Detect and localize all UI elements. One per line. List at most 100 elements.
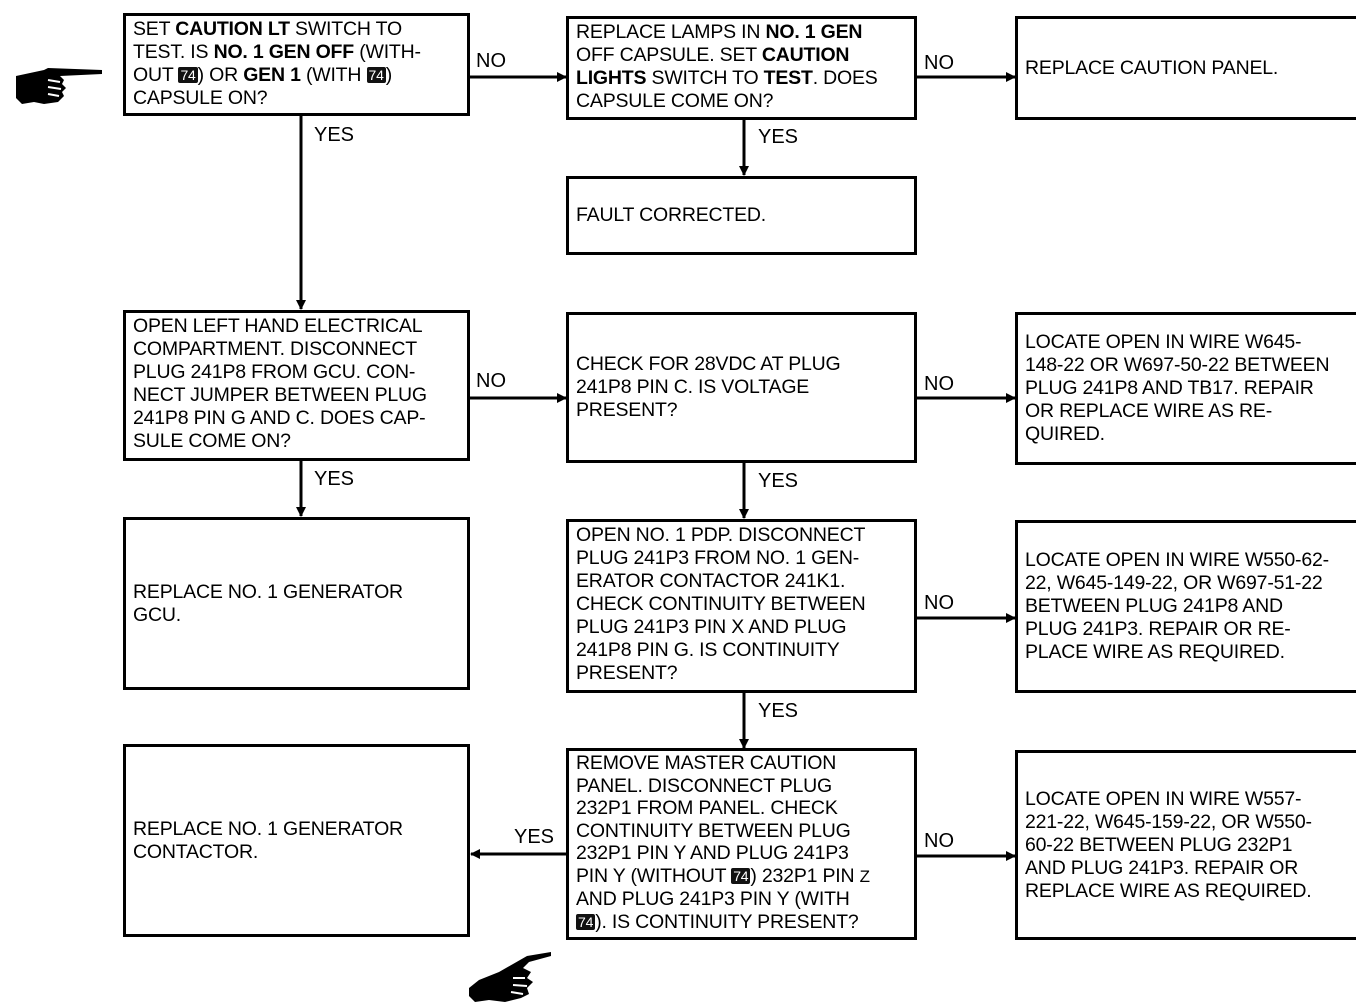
pointing-hand-icon [16, 68, 102, 104]
text: AND PLUG 241P3. REPAIR OR [1025, 856, 1299, 879]
text: REPLACE CAUTION PANEL. [1025, 56, 1279, 79]
text: ). IS CONTINUITY PRESENT? [595, 910, 859, 933]
text: CHECK FOR 28VDC AT PLUG [576, 353, 841, 375]
text: REMOVE MASTER CAUTION [576, 752, 837, 774]
text: REPLACE WIRE AS REQUIRED. [1025, 879, 1312, 902]
step-remove-master-caution-box: REMOVE MASTER CAUTION PANEL. DISCONNECT … [566, 748, 917, 940]
text: PIN Y (WITHOUT [576, 864, 732, 887]
step-caution-lt-test-box: SET CAUTION LT SWITCH TO TEST. IS NO. 1 … [123, 13, 470, 116]
text: PLACE WIRE AS REQUIRED. [1025, 641, 1285, 663]
text: PLUG 241P3 FROM NO. 1 GEN- [576, 547, 860, 569]
step-locate-open-w645-148-box: LOCATE OPEN IN WIRE W645- 148-22 OR W697… [1015, 312, 1356, 465]
text: OPEN NO. 1 PDP. DISCONNECT [576, 524, 866, 546]
text: Z [859, 866, 870, 886]
step-replace-gcu-box: REPLACE NO. 1 GENERATOR GCU. [123, 517, 470, 690]
step-open-pdp-box: OPEN NO. 1 PDP. DISCONNECT PLUG 241P3 FR… [566, 519, 917, 693]
effectivity-badge: 74 [366, 67, 386, 83]
text: OUT [133, 64, 179, 86]
label-yes: YES [758, 126, 799, 148]
text: LOCATE OPEN IN WIRE W550-62- [1025, 549, 1329, 571]
text: 232P1 FROM PANEL. CHECK [576, 797, 838, 819]
text: PLUG 241P3 PIN X AND PLUG [576, 616, 847, 638]
text: LOCATE OPEN IN WIRE W645- [1025, 331, 1302, 353]
text: SET [133, 18, 176, 40]
text: NECT JUMPER BETWEEN PLUG [133, 384, 427, 406]
text: REPLACE NO. 1 GENERATOR [133, 817, 403, 840]
effectivity-badge: 74 [731, 867, 751, 884]
label-no: NO [924, 830, 954, 852]
step-fault-corrected-box: FAULT CORRECTED. [566, 176, 917, 255]
step-locate-open-w550-62-box: LOCATE OPEN IN WIRE W550-62- 22, W645-14… [1015, 520, 1356, 693]
label-yes: YES [758, 700, 799, 722]
text: 241P8 PIN C. IS VOLTAGE [576, 376, 810, 398]
text: TEST [763, 67, 813, 89]
text: NO. 1 GEN [765, 21, 863, 43]
step-replace-contactor-box: REPLACE NO. 1 GENERATOR CONTACTOR. [123, 744, 470, 937]
text: SWITCH TO [289, 18, 402, 40]
text: TEST. IS [133, 41, 214, 63]
text: REPLACE LAMPS IN [576, 21, 766, 43]
text: QUIRED. [1025, 423, 1105, 445]
text: FAULT CORRECTED. [576, 204, 767, 226]
text: REPLACE NO. 1 GENERATOR [133, 580, 403, 603]
text: CAUTION LT [175, 18, 290, 40]
text: (WITH [300, 64, 367, 86]
step-open-left-compartment-box: OPEN LEFT HAND ELECTRICAL COMPARTMENT. D… [123, 310, 470, 461]
text: (WITH- [353, 41, 421, 63]
text: COMPARTMENT. DISCONNECT [133, 338, 417, 360]
pointing-hand-icon [469, 952, 551, 1002]
text: OFF CAPSULE. SET [576, 44, 762, 66]
label-yes: YES [314, 124, 355, 146]
text: LIGHTS [576, 67, 647, 89]
text: 241P8 PIN G AND C. DOES CAP- [133, 407, 426, 429]
text: SULE COME ON? [133, 430, 291, 452]
text: CAUTION [761, 44, 850, 66]
text: CHECK CONTINUITY BETWEEN [576, 593, 866, 615]
text: CONTINUITY BETWEEN PLUG [576, 819, 851, 842]
label-no: NO [924, 52, 954, 74]
label-no: NO [476, 370, 506, 392]
text: CAPSULE COME ON? [576, 90, 774, 112]
text: CONTACTOR. [133, 840, 259, 863]
text: PRESENT? [576, 399, 678, 421]
step-replace-lamps-box: REPLACE LAMPS IN NO. 1 GEN OFF CAPSULE. … [566, 16, 917, 120]
text: OPEN LEFT HAND ELECTRICAL [133, 315, 423, 337]
text: 221-22, W645-159-22, OR W550- [1025, 810, 1312, 833]
text: 241P8 PIN G. IS CONTINUITY [576, 639, 840, 661]
label-no: NO [924, 373, 954, 395]
text: CAPSULE ON? [133, 87, 268, 109]
text: LOCATE OPEN IN WIRE W557- [1025, 787, 1302, 810]
step-replace-caution-panel-box: REPLACE CAUTION PANEL. [1015, 16, 1356, 120]
text: SWITCH TO [646, 67, 764, 89]
text: AND PLUG 241P3 PIN Y (WITH [576, 888, 850, 910]
label-no: NO [924, 592, 954, 614]
effectivity-badge: 74 [178, 67, 198, 83]
text: PLUG 241P3. REPAIR OR RE- [1025, 618, 1291, 640]
text: ) [385, 64, 393, 86]
text: 22, W645-149-22, OR W697-51-22 [1025, 572, 1323, 594]
text: OR REPLACE WIRE AS RE- [1025, 400, 1272, 422]
text: NO. 1 GEN OFF [213, 41, 355, 63]
text: PANEL. DISCONNECT PLUG [576, 774, 833, 797]
text: PRESENT? [576, 662, 678, 684]
text: BETWEEN PLUG 241P8 AND [1025, 595, 1283, 617]
text: ) 232P1 PIN [750, 864, 860, 887]
label-yes: YES [758, 470, 799, 492]
text: PLUG 241P8 AND TB17. REPAIR [1025, 377, 1314, 399]
step-check-28vdc-box: CHECK FOR 28VDC AT PLUG 241P8 PIN C. IS … [566, 312, 917, 463]
label-yes: YES [314, 468, 355, 490]
text: 148-22 OR W697-50-22 BETWEEN [1025, 354, 1330, 376]
effectivity-badge: 74 [576, 913, 596, 930]
text: . DOES [812, 67, 878, 89]
text: 60-22 BETWEEN PLUG 232P1 [1025, 833, 1293, 856]
label-no: NO [476, 50, 506, 72]
text: GCU. [133, 603, 181, 626]
label-yes: YES [514, 826, 555, 848]
text: ERATOR CONTACTOR 241K1. [576, 570, 846, 592]
text: 232P1 PIN Y AND PLUG 241P3 [576, 842, 849, 864]
text: GEN 1 [243, 64, 301, 86]
step-locate-open-w557-box: LOCATE OPEN IN WIRE W557- 221-22, W645-1… [1015, 750, 1356, 940]
text: ) OR [197, 64, 244, 86]
